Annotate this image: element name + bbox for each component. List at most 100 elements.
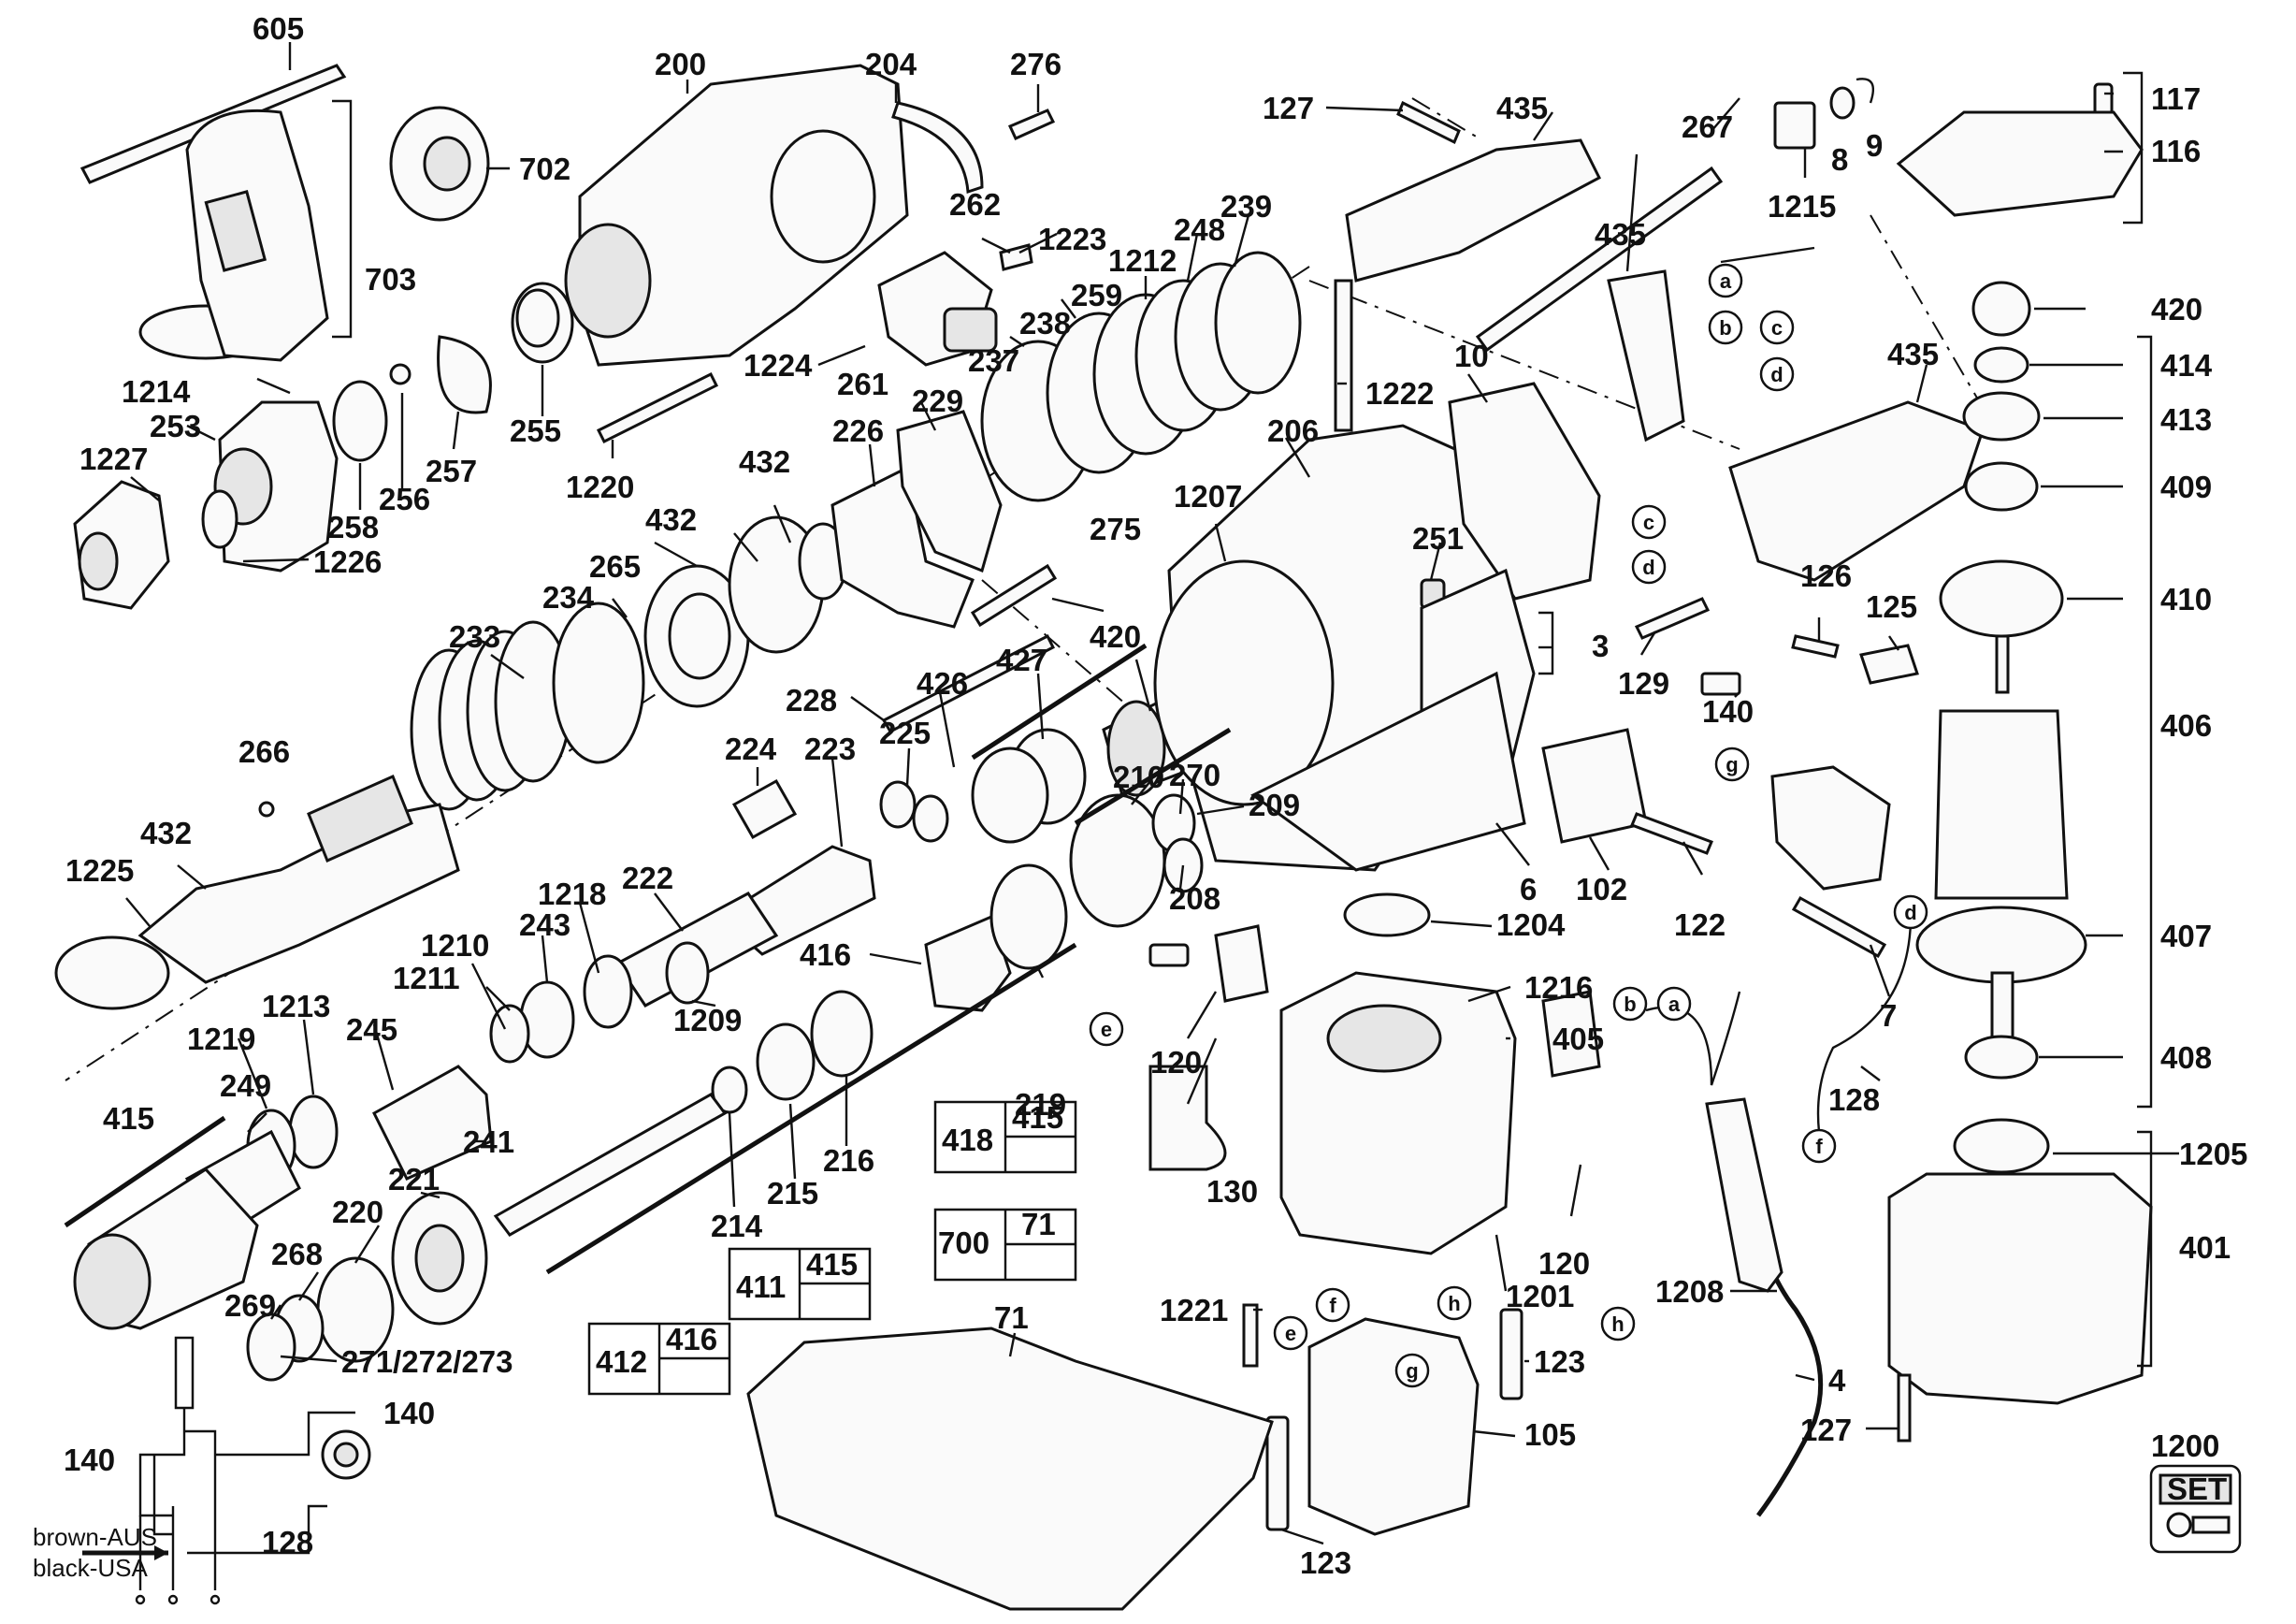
label-1219: 1219 [187,1022,255,1056]
label-1218: 1218 [538,877,606,911]
letter-d-1: d [1759,356,1795,392]
part-71-case [746,1327,1274,1611]
label-261: 261 [837,367,888,401]
label-1214: 1214 [122,374,191,409]
svg-text:a: a [1720,269,1732,293]
part-215-spring [756,1022,816,1101]
part-1226-ring [201,489,238,549]
label-408: 408 [2160,1040,2212,1075]
part-lead-connector [1148,943,1190,967]
label-3: 3 [1592,629,1609,663]
label-228: 228 [786,683,837,718]
part-140-brush [1700,672,1741,696]
letter-b-2: b [1612,986,1648,1022]
label-406: 406 [2160,708,2212,743]
label-1210: 1210 [421,928,489,963]
label-1226: 1226 [313,544,382,579]
part-1222-screw [1334,279,1353,432]
label-1208: 1208 [1655,1274,1724,1309]
part-10-handle-plate [1448,382,1601,601]
label-409: 409 [2160,470,2212,504]
label-105: 105 [1524,1417,1576,1452]
label-435a: 435 [1496,91,1548,125]
svg-text:h: h [1448,1292,1460,1315]
part-8-washer [1829,86,1856,120]
partnumber-box-418: 418 415 [933,1100,1077,1174]
bar-415-front [64,1115,226,1228]
label-255: 255 [510,413,561,448]
label-220: 220 [332,1195,383,1229]
svg-text:h: h [1611,1312,1624,1336]
label-125: 125 [1866,589,1917,624]
part-120-brush-holder-a [1214,924,1269,1003]
part-261-selector [877,251,998,367]
label-123a: 123 [1534,1344,1585,1379]
part-1205-ring [1953,1118,2050,1174]
label-229: 229 [912,384,963,418]
label-259: 259 [1071,278,1122,312]
letter-f-1: f [1801,1128,1837,1164]
part-210-fan [1069,793,1166,928]
svg-text:d: d [1904,901,1916,924]
label-276: 276 [1010,47,1061,81]
label-129: 129 [1618,666,1669,701]
part-120-brush-holder-b [1541,990,1601,1078]
label-410: 410 [2160,582,2212,616]
label-102: 102 [1576,872,1627,906]
svg-text:g: g [1406,1359,1418,1383]
label-251: 251 [1412,521,1464,556]
wire-note-line1: brown-AUS [33,1523,157,1551]
part-204-clip [891,101,984,195]
label-420a: 420 [2151,292,2202,326]
svg-text:b: b [1719,316,1731,340]
bracket-406 [2137,335,2153,1109]
label-265: 265 [589,549,641,584]
bracket-401 [2137,1130,2153,1368]
label-9: 9 [1866,128,1883,163]
label-245: 245 [346,1012,397,1047]
label-432c: 432 [140,816,192,850]
part-216-bearing [810,990,874,1078]
label-432b: 432 [739,444,790,479]
letter-a-2: a [1656,986,1692,1022]
part-127-screw-b [1897,1373,1912,1443]
letter-c-2: c [1631,504,1667,540]
part-702-cap [389,106,490,222]
part-6-cover [1250,671,1526,872]
part-276-screw [1007,109,1056,140]
label-413: 413 [2160,402,2212,437]
label-200: 200 [655,47,706,81]
part-1220-bolt [596,371,719,444]
wire-note-line2: black-USA [33,1554,148,1582]
label-127b: 127 [1800,1413,1852,1447]
part-415-front-sleeve [73,1167,259,1330]
part-420-armature-pinion [1102,685,1199,797]
label-8: 8 [1831,142,1848,177]
part-269-ring [246,1312,296,1382]
part-228-pin [881,633,1056,733]
letter-g-1: g [1714,747,1750,782]
label-256: 256 [379,482,430,516]
label-127a: 127 [1263,91,1314,125]
part-spindle [137,774,460,984]
svg-text:e: e [1101,1018,1112,1041]
part-1208-cable [1705,1097,1824,1517]
label-262: 262 [949,187,1001,222]
part-221-gear [391,1191,488,1326]
label-703: 703 [365,262,416,297]
label-275: 275 [1090,512,1141,546]
leader-lines [125,42,2179,1545]
part-1225-ring [54,935,170,1010]
label-248: 248 [1174,212,1225,247]
letter-h-2: h [1600,1306,1636,1341]
partnumber-box-411: 411 415 [728,1247,872,1321]
part-406-armature [1915,634,2087,1040]
box-411-left: 411 [736,1269,786,1304]
label-253: 253 [150,409,201,443]
label-219: 219 [1015,1087,1066,1122]
svg-text:c: c [1643,511,1654,534]
label-435c: 435 [1887,337,1939,371]
label-208: 208 [1169,881,1220,916]
svg-text:d: d [1642,556,1654,579]
